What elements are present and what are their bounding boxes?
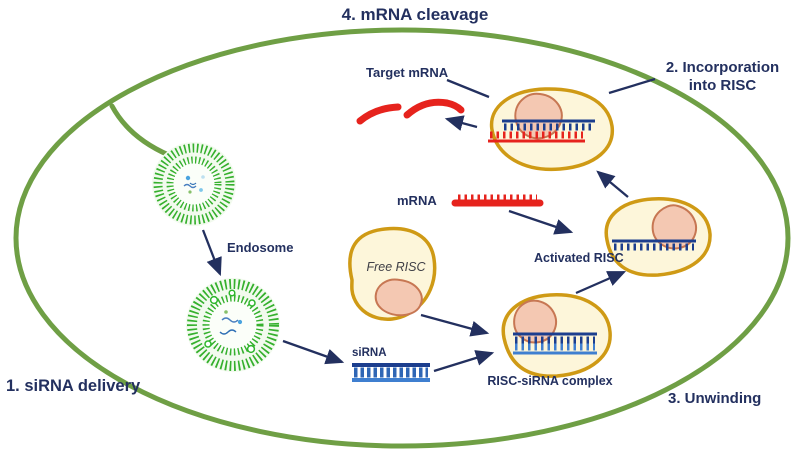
label-target-mrna: Target mRNA: [366, 65, 449, 80]
mrna-strand-bound: [488, 131, 585, 143]
arrow-unwinding: [575, 270, 627, 295]
activated-risc-cell: [604, 197, 712, 277]
target-recognition-cell: [488, 87, 614, 172]
guide-strand-bound: [502, 119, 595, 131]
argonaute-protein: [374, 278, 423, 317]
cleaved-mrna-fragments: [356, 98, 465, 125]
arrow-uptake-to-endosome: [201, 229, 222, 277]
sirna-cargo-specks: [183, 175, 205, 194]
pointer-target-mrna: [446, 78, 490, 99]
label-step1-sirna-delivery: 1. siRNA delivery: [6, 377, 141, 395]
label-activated-risc: Activated RISC: [534, 251, 624, 265]
cell-membrane: [13, 27, 791, 449]
label-step3-unwinding: 3. Unwinding: [668, 390, 762, 407]
label-mrna: mRNA: [397, 193, 437, 208]
loaded-sirna-duplex: [513, 332, 597, 355]
label-step2-incorporation: 2. Incorporation into RISC: [645, 59, 800, 96]
label-step2-line2: into RISC: [688, 77, 757, 95]
label-endosome: Endosome: [227, 240, 294, 255]
label-sirna: siRNA: [352, 347, 387, 359]
endosome-vesicle-specks: [204, 289, 256, 354]
label-risc-sirna-complex: RISC-siRNA complex: [487, 374, 613, 388]
sirna-duplex: [352, 363, 430, 382]
argonaute-protein: [514, 92, 563, 140]
arrow-recognition: [596, 170, 629, 198]
arrow-endosome-release: [282, 339, 345, 365]
lipid-nanoparticle-endosome: [186, 278, 280, 372]
guide-strand: [612, 239, 696, 251]
risc-sirna-complex-cell: [501, 293, 612, 378]
label-free-risc: Free RISC: [366, 260, 426, 274]
free-risc-cell: [348, 226, 437, 321]
flow-arrows: [201, 77, 656, 373]
arrow-free-risc-loading: [420, 313, 490, 337]
argonaute-protein: [513, 299, 557, 344]
pointer-incorporation: [608, 77, 656, 95]
arrow-cleavage-output: [444, 115, 478, 131]
mrna-bar: [451, 194, 544, 207]
label-step2-line1: 2. Incorporation: [665, 59, 780, 76]
arrow-mrna-binding: [508, 209, 574, 235]
arrow-sirna-loading: [433, 350, 495, 373]
label-step4-mrna-cleavage: 4. mRNA cleavage: [341, 5, 489, 24]
lipid-nanoparticle-top: [152, 142, 236, 226]
